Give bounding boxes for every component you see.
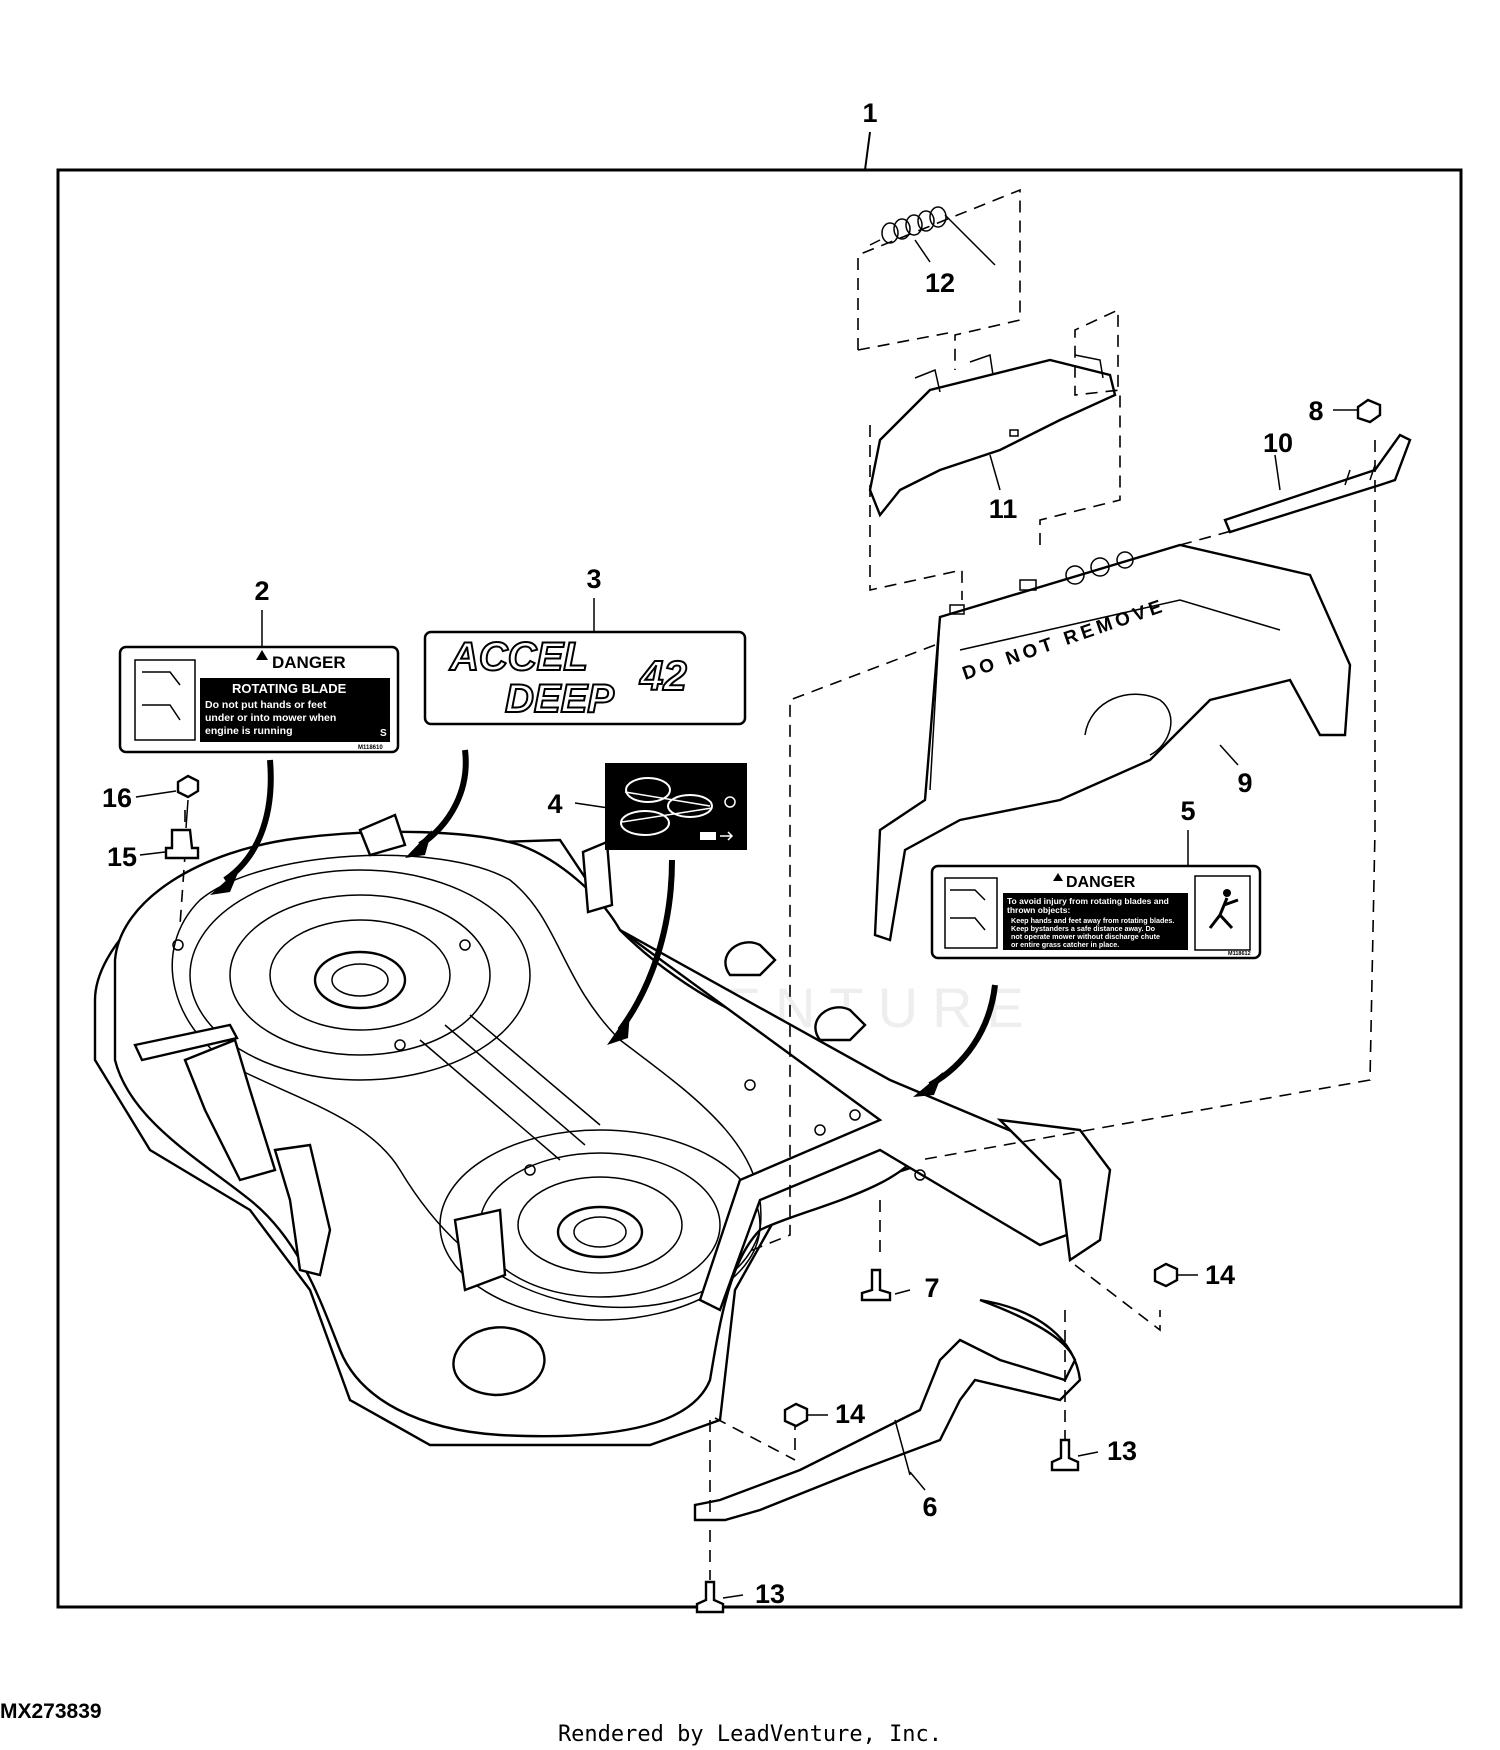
decal-3-line1: ACCEL [449, 635, 588, 679]
callout-16: 16 [102, 783, 132, 813]
decal-model: ACCEL DEEP 42 [423, 630, 747, 726]
decal-5-line2: thrown objects: [1007, 905, 1070, 915]
render-credit: Rendered by LeadVenture, Inc. [557, 1722, 943, 1747]
decal-5-line4: Keep bystanders a safe distance away. Do [1011, 924, 1156, 933]
decal-2-line3: engine is running [205, 725, 293, 737]
decal-5-line5: not operate mower without discharge chut… [1011, 932, 1160, 941]
callout-13a: 13 [1107, 1436, 1137, 1466]
callout-10: 10 [1263, 428, 1293, 458]
decal-2-line1: Do not put hands or feet [205, 699, 327, 711]
torsion-spring [869, 206, 996, 266]
mower-deck [93, 813, 1112, 1447]
decal-3-line2: DEEP [505, 677, 614, 721]
decal-2-header: DANGER [272, 653, 346, 672]
front-baffle [693, 1298, 1082, 1522]
warning-triangle-icon [1053, 873, 1063, 881]
decal-2-part-no: M118610 [358, 745, 383, 751]
callout-2: 2 [254, 576, 269, 606]
callout-5: 5 [1180, 796, 1195, 826]
callout-labels: 2 3 4 5 6 7 8 9 10 11 12 13 13 14 14 15 [102, 239, 1358, 1609]
decal-5-line1: To avoid injury from rotating blades and [1007, 896, 1169, 906]
callout-15: 15 [107, 842, 137, 872]
callout-9: 9 [1237, 768, 1252, 798]
callout-13b: 13 [755, 1579, 785, 1609]
decal-5-header: DANGER [1066, 874, 1136, 891]
callout-14a: 14 [1205, 1260, 1235, 1290]
callout-7: 7 [924, 1273, 939, 1303]
decal-2-line2: under or into mower when [205, 712, 336, 724]
decal-thrown-objects: DANGER To avoid injury from rotating bla… [930, 864, 1262, 960]
callout-8: 8 [1308, 396, 1323, 426]
leader-1 [864, 131, 871, 171]
decal-5-part-no: M118612 [1228, 951, 1251, 957]
decal-5-line3: Keep hands and feet away from rotating b… [1011, 916, 1174, 925]
person-icon [1208, 897, 1239, 930]
decal-2-suffix: S [380, 728, 387, 739]
figure-id: MX273839 [0, 1700, 102, 1723]
callout-3: 3 [586, 564, 601, 594]
assembly-lines [179, 188, 1376, 1580]
decal-5-line6: or entire grass catcher in place. [1011, 940, 1119, 949]
callout-14b: 14 [835, 1399, 865, 1429]
warning-triangle-icon [256, 650, 268, 660]
chute-rod [1223, 433, 1412, 534]
decal-2-title: ROTATING BLADE [232, 681, 347, 696]
hardware [164, 398, 1382, 1614]
diagram-frame [56, 168, 1463, 1609]
callout-12: 12 [925, 268, 955, 298]
callout-6: 6 [922, 1492, 937, 1522]
discharge-chute: DO NOT REMOVE [873, 543, 1352, 942]
application-arrows [210, 749, 998, 1097]
callout-1: 1 [862, 98, 877, 128]
decal-rotating-blade: DANGER ROTATING BLADE Do not put hands o… [118, 645, 400, 754]
deflector-plate [868, 353, 1117, 518]
decal-3-size: 42 [639, 652, 687, 699]
callout-4: 4 [547, 789, 562, 819]
decal-belt-routing [605, 763, 747, 850]
callout-11: 11 [989, 494, 1018, 524]
